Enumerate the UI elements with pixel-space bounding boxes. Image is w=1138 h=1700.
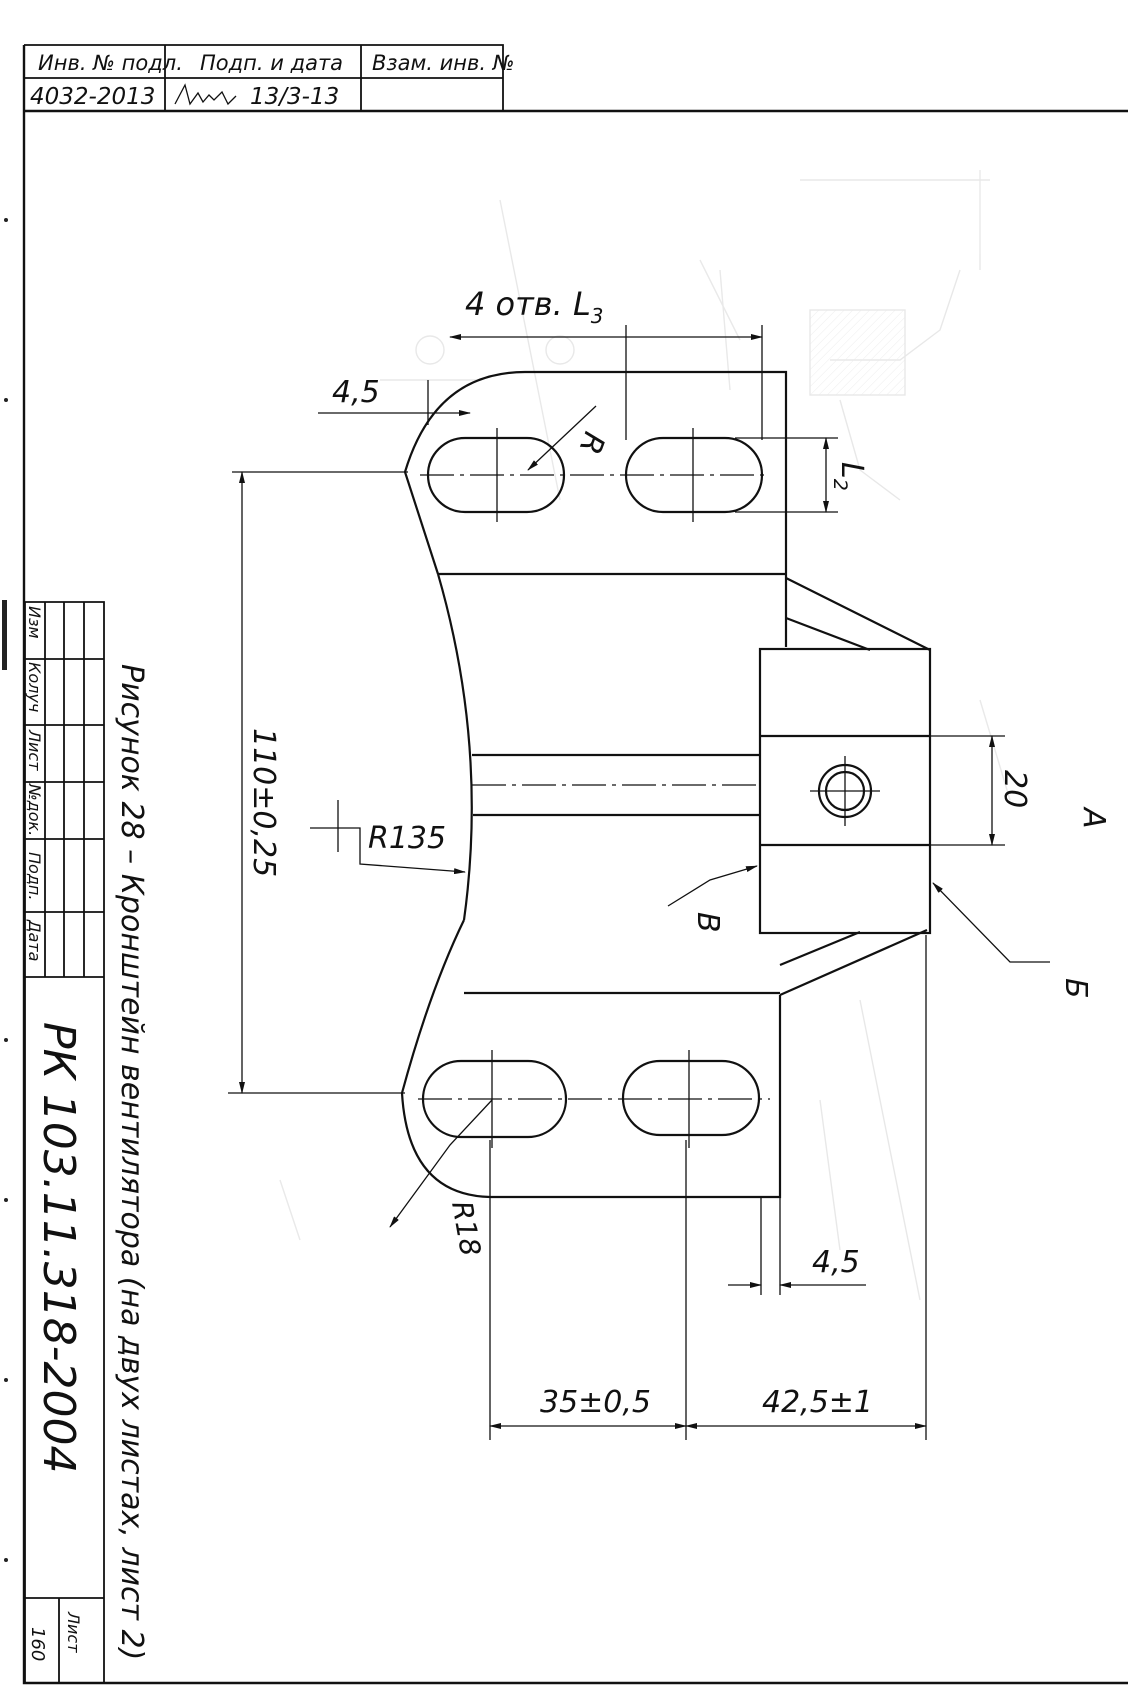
dim-thick-bottom: 4,5 bbox=[812, 1245, 860, 1280]
tb-sheet-label: Лист bbox=[64, 1611, 83, 1653]
frame bbox=[22, 45, 1128, 1685]
tb-col-ndok: №док. bbox=[25, 783, 44, 836]
view-b: Б bbox=[1058, 978, 1093, 999]
dim-r: R bbox=[571, 427, 611, 459]
dim-corner-radius: R18 bbox=[445, 1198, 487, 1258]
view-v: В bbox=[690, 912, 725, 933]
stamp-signature-date: 13/3-13 bbox=[250, 84, 339, 110]
dim-holes-l3: 4 отв. L3 bbox=[465, 285, 604, 328]
dimensions bbox=[228, 325, 1050, 1440]
dim-thick-top: 4,5 bbox=[332, 375, 380, 410]
dim-offset: 42,5±1 bbox=[762, 1385, 873, 1420]
tb-col-podp: Подп. bbox=[25, 852, 44, 900]
dimension-labels: 4 отв. L3 L2 R 4,5 110±0,25 R135 20 А В … bbox=[246, 285, 1111, 1420]
handwritten-signature bbox=[174, 83, 237, 106]
stamp-col-inv-podl: Инв. № подл. bbox=[38, 51, 183, 75]
view-a: А bbox=[1076, 806, 1111, 829]
stamp-inv-number: 4032-2013 bbox=[30, 84, 155, 110]
stamp-col-vzam-inv: Взам. инв. № bbox=[372, 51, 515, 75]
binding-marks bbox=[2, 218, 8, 1562]
dim-hole-pitch: 35±0,5 bbox=[540, 1385, 651, 1420]
tb-col-izm: Изм bbox=[25, 606, 44, 639]
dim-span: 110±0,25 bbox=[246, 728, 281, 877]
slot-holes bbox=[418, 428, 770, 1148]
stamp-col-podp-data: Подп. и дата bbox=[200, 51, 343, 75]
tb-col-list: Лист bbox=[25, 729, 44, 771]
dim-arc-radius: R135 bbox=[368, 821, 446, 856]
title-block: Изм Колуч Лист №док. Подп. Дата РК 103.1… bbox=[24, 601, 105, 1684]
figure-caption: Рисунок 28 – Кронштейн вентилятора (на д… bbox=[114, 664, 149, 1660]
dim-boss-width: 20 bbox=[997, 770, 1032, 808]
stamp-table: Инв. № подл. Подп. и дата Взам. инв. № 4… bbox=[24, 44, 515, 111]
tb-col-data: Дата bbox=[25, 919, 44, 961]
tb-doc-code: РК 103.11.318-2004 bbox=[33, 1022, 84, 1474]
tb-sheet-number: 160 bbox=[27, 1627, 48, 1661]
tb-col-koluch: Колуч bbox=[25, 662, 44, 712]
bracket-outline bbox=[400, 370, 932, 1199]
dim-l2: L2 bbox=[829, 462, 869, 491]
